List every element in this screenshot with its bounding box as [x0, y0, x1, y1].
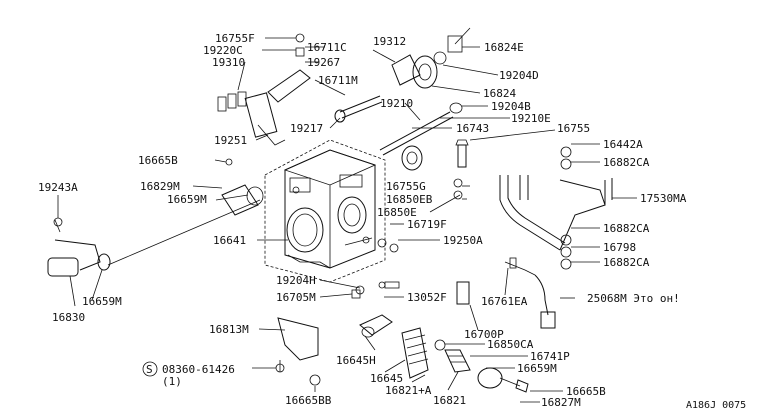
- callout-19251: 19251: [214, 134, 247, 147]
- bolt-symbol-letter: S: [146, 363, 153, 376]
- callout-19312: 19312: [373, 35, 406, 48]
- callout-19243A: 19243A: [38, 181, 78, 194]
- callout-16741P: 16741P: [530, 350, 570, 363]
- callout-16882CA-3: 16882CA: [603, 256, 650, 269]
- callout-19204B: 19204B: [491, 100, 531, 113]
- callout-16711C: 16711C: [307, 41, 347, 54]
- callout-16711M: 16711M: [318, 74, 358, 87]
- callout-17530MA: 17530MA: [640, 192, 687, 205]
- figure-id: A186J 0075: [686, 400, 746, 411]
- lower-parts: [351, 238, 529, 393]
- callout-16755: 16755: [557, 122, 590, 135]
- callout-16761EA: 16761EA: [481, 295, 528, 308]
- callout-16659M-bot: 16659M: [517, 362, 557, 375]
- callout-bolt-spec: 08360-61426: [162, 363, 235, 376]
- callout-16824E: 16824E: [484, 41, 524, 54]
- callout-labels: 16755F 19220C 16711C 19312 16824E 19310 …: [38, 32, 687, 409]
- callout-16719F: 16719F: [407, 218, 447, 231]
- callout-16659M-top: 16659M: [167, 193, 207, 206]
- callout-19220C: 19220C: [203, 44, 243, 57]
- callout-16798: 16798: [603, 241, 636, 254]
- callout-bolt-qty: (1): [162, 375, 182, 388]
- cover-16829M: [221, 158, 264, 216]
- callout-16821A: 16821+A: [385, 384, 432, 397]
- callout-16882CA-2: 16882CA: [603, 222, 650, 235]
- callout-19310: 19310: [212, 56, 245, 69]
- callout-16641: 16641: [213, 234, 246, 247]
- callout-16850EB: 16850EB: [386, 193, 433, 206]
- callout-16821: 16821: [433, 394, 466, 407]
- throttle-body: [283, 149, 377, 269]
- callout-19210E: 19210E: [511, 112, 551, 125]
- callout-16645: 16645: [370, 372, 403, 385]
- screw-19217: [334, 95, 383, 123]
- callout-16700P: 16700P: [464, 328, 504, 341]
- callout-16830: 16830: [52, 311, 85, 324]
- sensor-16830: [47, 217, 111, 277]
- callout-16705M: 16705M: [276, 291, 316, 304]
- callout-16824: 16824: [483, 87, 516, 100]
- callout-16829M: 16829M: [140, 180, 180, 193]
- bolt-symbol: S: [142, 361, 158, 377]
- callout-16645H: 16645H: [336, 354, 376, 367]
- leader-lines: [57, 37, 637, 403]
- callout-19267: 19267: [307, 56, 340, 69]
- callout-16755G: 16755G: [386, 180, 426, 193]
- callout-16813M: 16813M: [209, 323, 249, 336]
- callout-19204H: 19204H: [276, 274, 316, 287]
- callout-16743: 16743: [456, 122, 489, 135]
- adjust-screw: [379, 102, 463, 171]
- callout-16442A: 16442A: [603, 138, 643, 151]
- callout-25068M: 25068M Это он!: [587, 292, 680, 305]
- callout-19217: 19217: [290, 122, 323, 135]
- bracket-16813M: [275, 317, 321, 386]
- sensor-wire-25068M: [504, 257, 556, 329]
- callout-16850CA: 16850CA: [487, 338, 534, 351]
- fuel-pipe: [499, 146, 613, 270]
- callout-16827M: 16827M: [541, 396, 581, 409]
- cam-pulley: [391, 27, 471, 89]
- callout-19250A: 19250A: [443, 234, 483, 247]
- callout-16659M-left: 16659M: [82, 295, 122, 308]
- callout-16850E: 16850E: [377, 206, 417, 219]
- callout-16665B-top: 16665B: [138, 154, 178, 167]
- callout-13052F: 13052F: [407, 291, 447, 304]
- sensor-16755: [453, 139, 469, 200]
- callout-16882CA-1: 16882CA: [603, 156, 650, 169]
- callout-16665BB: 16665BB: [285, 394, 332, 407]
- callout-19204D: 19204D: [499, 69, 539, 82]
- callout-16755F: 16755F: [215, 32, 255, 45]
- callout-19210: 19210: [380, 97, 413, 110]
- callout-16665B-bot: 16665B: [566, 385, 606, 398]
